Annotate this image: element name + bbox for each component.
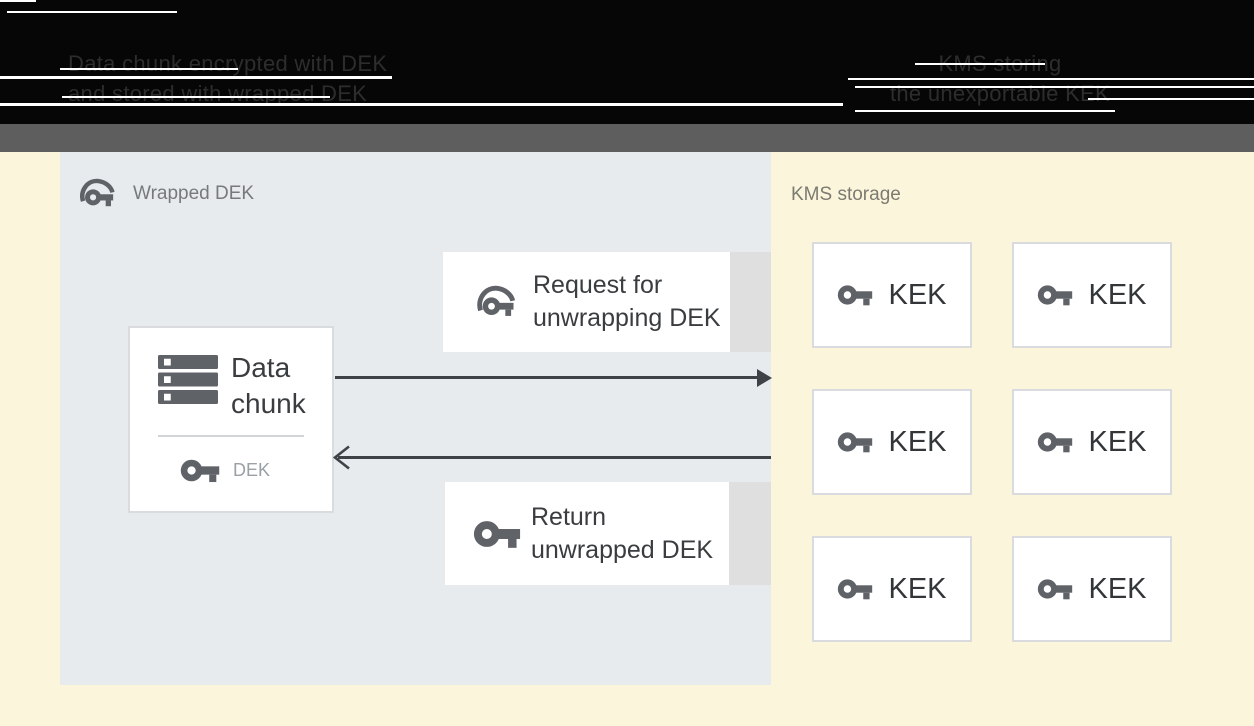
glitch-line — [62, 96, 330, 98]
dek-label: DEK — [233, 460, 271, 480]
key-icon — [838, 432, 873, 453]
left-caption: Data chunk encrypted with DEK and stored… — [68, 49, 387, 109]
key-icon — [838, 579, 873, 600]
dek-row: DEK — [180, 458, 270, 483]
data-chunk-card: Data chunk DEK — [128, 326, 334, 513]
request-line1: Request for — [533, 271, 663, 299]
return-card-strip — [729, 482, 771, 585]
return-arrow-line — [338, 456, 771, 459]
kek-card: KEK — [812, 242, 972, 348]
request-line2: unwrapping DEK — [533, 304, 721, 332]
glitch-line — [1088, 98, 1254, 100]
glitch-line — [848, 78, 1254, 80]
kek-card: KEK — [812, 389, 972, 495]
glitch-line — [0, 76, 392, 79]
glitch-line — [60, 68, 238, 70]
kek-label: KEK — [888, 572, 947, 605]
left-caption-line1: Data chunk encrypted with DEK — [68, 51, 388, 76]
key-icon — [838, 285, 873, 306]
key-icon — [1038, 432, 1073, 453]
data-chunk-title: Data chunk — [231, 350, 306, 422]
glitch-line — [0, 0, 36, 2]
data-chunk-title-line1: Data — [231, 352, 291, 383]
key-icon — [180, 459, 220, 483]
return-line1: Return — [531, 502, 607, 531]
request-card-strip — [730, 252, 771, 352]
divider-band — [0, 124, 1254, 152]
glitch-line — [855, 110, 1115, 112]
glitch-line — [7, 11, 177, 13]
kek-label: KEK — [1088, 278, 1147, 311]
wrapped-key-icon — [477, 285, 516, 316]
kek-label: KEK — [1088, 572, 1147, 605]
kek-card: KEK — [1012, 242, 1172, 348]
caption-header: Data chunk encrypted with DEK and stored… — [0, 0, 1254, 124]
request-arrow-line — [335, 376, 759, 379]
request-arrowhead-icon — [757, 369, 772, 387]
wrapped-dek-label: Wrapped DEK — [78, 178, 254, 209]
glitch-line — [855, 86, 1254, 88]
card-divider — [158, 435, 304, 437]
kek-grid: KEK KEK KEK KEK KEK KEK — [812, 242, 1172, 642]
key-icon — [473, 520, 521, 548]
kek-label: KEK — [888, 425, 947, 458]
right-caption-line2: the unexportable KEK — [889, 81, 1111, 106]
kek-card: KEK — [1012, 389, 1172, 495]
left-caption-line2: and stored with wrapped DEK — [68, 81, 368, 106]
return-arrowhead-icon — [332, 445, 350, 470]
key-icon — [1038, 579, 1073, 600]
wrapped-key-icon — [80, 178, 115, 207]
return-card-text: Return unwrapped DEK — [531, 501, 713, 567]
key-icon — [1038, 285, 1073, 306]
kms-storage-title: KMS storage — [791, 184, 901, 205]
return-line2: unwrapped DEK — [531, 535, 714, 564]
return-card: Return unwrapped DEK — [445, 482, 729, 585]
glitch-line — [0, 103, 843, 106]
wrapped-dek-title: Wrapped DEK — [133, 182, 255, 204]
data-chunk-title-line2: chunk — [231, 388, 306, 419]
data-chunk-icon — [158, 355, 218, 404]
glitch-line — [915, 63, 1045, 65]
kek-label: KEK — [1088, 425, 1147, 458]
kek-label: KEK — [888, 278, 947, 311]
request-card: Request for unwrapping DEK — [443, 252, 730, 352]
kek-card: KEK — [1012, 536, 1172, 642]
kek-card: KEK — [812, 536, 972, 642]
request-card-text: Request for unwrapping DEK — [533, 269, 721, 335]
